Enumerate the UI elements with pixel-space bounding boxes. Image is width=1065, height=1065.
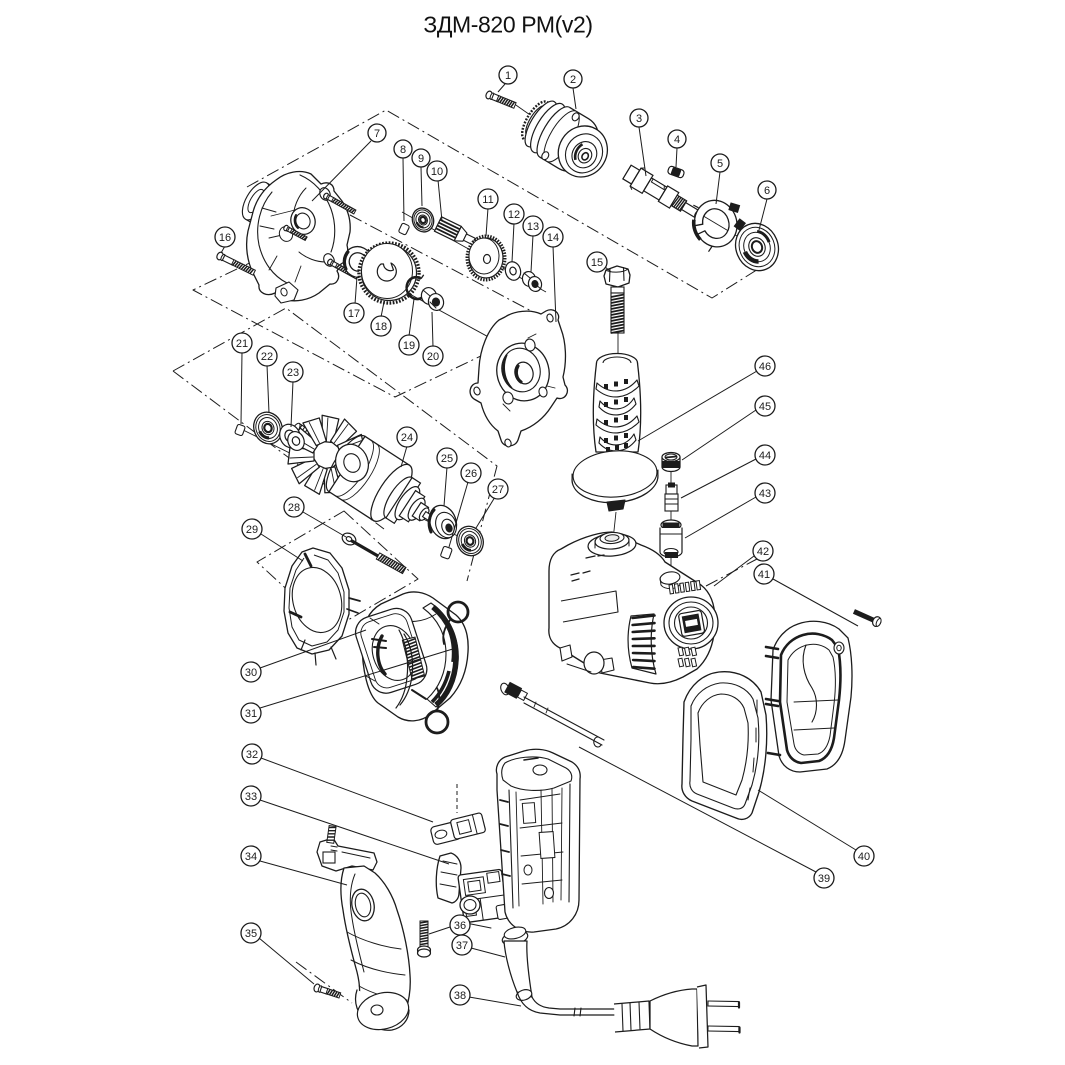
svg-text:42: 42	[757, 546, 769, 558]
svg-text:31: 31	[245, 708, 257, 720]
svg-text:33: 33	[245, 791, 257, 803]
svg-text:32: 32	[246, 749, 258, 761]
svg-text:24: 24	[401, 432, 413, 444]
svg-text:13: 13	[527, 221, 539, 233]
svg-text:15: 15	[591, 257, 603, 269]
svg-text:23: 23	[287, 367, 299, 379]
svg-text:34: 34	[245, 851, 257, 863]
svg-text:12: 12	[508, 209, 520, 221]
svg-text:44: 44	[759, 450, 771, 462]
svg-text:20: 20	[427, 351, 439, 363]
svg-text:21: 21	[236, 338, 248, 350]
svg-text:2: 2	[570, 74, 576, 86]
svg-text:18: 18	[375, 321, 387, 333]
svg-text:39: 39	[818, 873, 830, 885]
svg-text:1: 1	[505, 70, 511, 82]
svg-text:27: 27	[492, 484, 504, 496]
svg-text:8: 8	[400, 144, 406, 156]
svg-text:37: 37	[456, 940, 468, 952]
svg-text:ЗДМ-820 РМ(v2): ЗДМ-820 РМ(v2)	[423, 12, 592, 38]
svg-text:14: 14	[547, 232, 559, 244]
svg-text:3: 3	[636, 113, 642, 125]
svg-text:29: 29	[246, 524, 258, 536]
svg-text:4: 4	[674, 134, 680, 146]
svg-text:46: 46	[759, 361, 771, 373]
svg-text:22: 22	[261, 351, 273, 363]
svg-text:35: 35	[245, 928, 257, 940]
svg-text:11: 11	[482, 194, 493, 206]
svg-text:16: 16	[219, 232, 231, 244]
svg-text:26: 26	[465, 468, 477, 480]
svg-text:41: 41	[758, 569, 770, 581]
svg-text:5: 5	[717, 158, 723, 170]
svg-text:43: 43	[759, 488, 771, 500]
svg-text:17: 17	[348, 308, 360, 320]
svg-text:10: 10	[431, 166, 443, 178]
svg-text:7: 7	[374, 128, 380, 140]
svg-text:6: 6	[764, 185, 770, 197]
svg-text:19: 19	[403, 340, 415, 352]
svg-text:45: 45	[759, 401, 771, 413]
svg-text:36: 36	[454, 920, 466, 932]
svg-text:28: 28	[288, 502, 300, 514]
svg-text:38: 38	[454, 990, 466, 1002]
svg-text:40: 40	[858, 851, 870, 863]
svg-text:25: 25	[441, 453, 453, 465]
svg-text:9: 9	[418, 153, 424, 165]
svg-text:30: 30	[245, 667, 257, 679]
